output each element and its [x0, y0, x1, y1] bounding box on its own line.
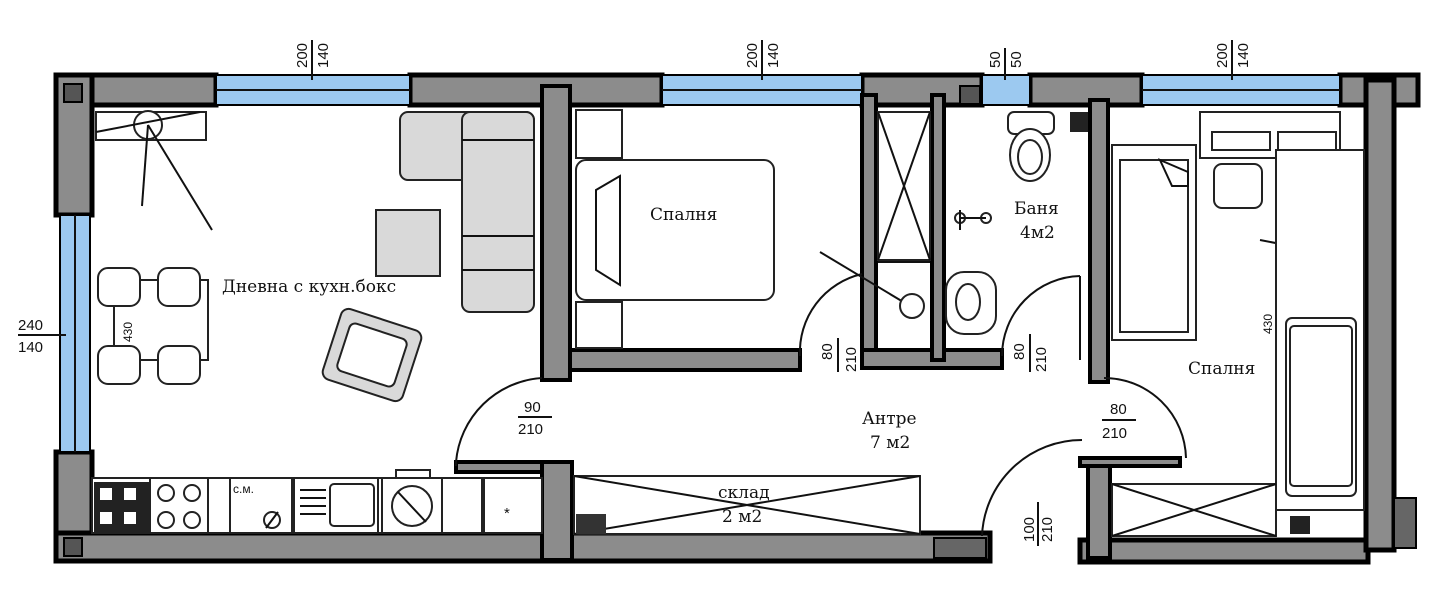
label-hall-area: 7 м2	[870, 433, 910, 453]
door-bedroom1	[798, 273, 863, 357]
fridge-icon: *	[504, 505, 510, 522]
nightstand	[575, 109, 623, 159]
window-2-height: 140	[765, 43, 782, 68]
bedroom1-furniture	[575, 109, 775, 349]
window-5-height: 140	[18, 339, 43, 356]
window-4-width: 200	[1214, 43, 1231, 68]
label-bathroom-area: 4м2	[1020, 223, 1055, 243]
chair	[97, 267, 141, 307]
kitchen-counter: с.м. *	[91, 469, 543, 534]
doors	[455, 273, 1187, 537]
door-entry-height: 210	[1039, 517, 1056, 542]
chair	[97, 345, 141, 385]
door-bedroom2-height: 210	[1102, 425, 1127, 442]
chair	[157, 267, 201, 307]
coffee-table	[375, 209, 441, 277]
door-bedroom1-height: 210	[843, 347, 860, 372]
chair	[1213, 163, 1263, 209]
door-dimensions: 90 210 80 210 80 210 80 210 100 210	[518, 334, 1136, 546]
room-labels: Дневна с кухн.бокс Спалня Баня 4м2 Спалн…	[222, 199, 1255, 527]
label-storage: склад	[718, 483, 770, 503]
window-dimensions: 200 140 200 140 50 50 200 140 240 140	[18, 40, 1252, 356]
outer-walls	[53, 72, 1421, 565]
door-bath-height: 210	[1033, 347, 1050, 372]
door-entry	[981, 438, 1083, 537]
door-bedroom2-width: 80	[1110, 401, 1127, 418]
label-storage-area: 2 м2	[722, 507, 762, 527]
fridge	[483, 477, 543, 534]
label-bedroom-1: Спалня	[650, 205, 717, 225]
door-bath	[1001, 275, 1081, 357]
storage-fixtures	[573, 475, 1277, 537]
door-living	[455, 377, 543, 463]
door-living-height: 210	[518, 421, 543, 438]
door-bath-width: 80	[1011, 343, 1028, 360]
label-bathroom: Баня	[1014, 199, 1059, 219]
door-entry-width: 100	[1021, 517, 1038, 542]
label-bedroom-2: Спалня	[1188, 359, 1255, 379]
door-bedroom1-width: 80	[819, 343, 836, 360]
shower-valve-icon	[954, 210, 992, 230]
window-5-width: 240	[18, 317, 43, 334]
door-living-width: 90	[524, 399, 541, 416]
wardrobe-length: 430	[1261, 314, 1275, 334]
chair	[157, 345, 201, 385]
window-4-height: 140	[1235, 43, 1252, 68]
window-1-width: 200	[294, 43, 311, 68]
window-3-width: 50	[987, 51, 1004, 68]
label-living-room: Дневна с кухн.бокс	[222, 277, 396, 297]
living-furniture: 430	[95, 110, 535, 403]
windows	[59, 74, 1341, 453]
dining-table-length: 430	[121, 322, 135, 342]
window-1-height: 140	[315, 43, 332, 68]
washing-machine-label: с.м.	[233, 482, 254, 496]
washing-machine	[229, 477, 293, 534]
window-2-width: 200	[744, 43, 761, 68]
bathroom-fixtures	[819, 111, 1088, 335]
bed	[575, 159, 775, 301]
nightstand	[575, 301, 623, 349]
door-bedroom2	[1103, 377, 1187, 459]
interior-walls	[454, 84, 1182, 562]
bedroom2-furniture: 430	[1111, 111, 1365, 534]
label-hall: Антре	[862, 409, 917, 429]
window-3-height: 50	[1008, 51, 1025, 68]
